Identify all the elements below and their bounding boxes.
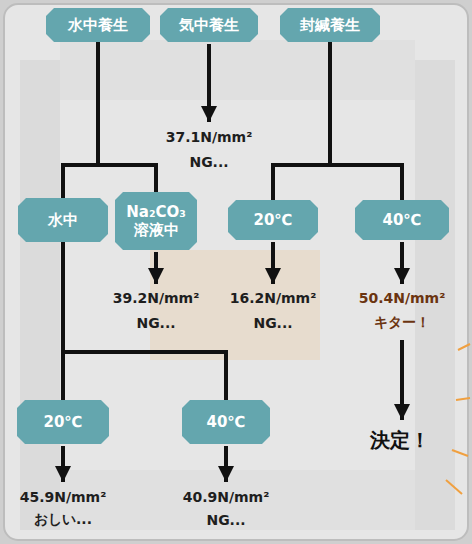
result-arrow [154,252,158,284]
box-label: 20℃ [43,413,82,431]
box-label: 40℃ [382,211,421,229]
result-text: NG... [136,315,175,331]
result-text: 37.1N/mm² [166,129,253,145]
result-arrow [271,242,275,284]
panel [4,4,468,540]
result-text: 50.4N/mm² [359,290,446,306]
burst-line [458,344,470,350]
box-label: Na₂CO₃ 溶液中 [125,203,187,239]
process-box: Na₂CO₃ 溶液中 [115,192,197,250]
result-arrow [400,340,404,420]
result-text: 16.2N/mm² [230,290,317,306]
box-label: 水中 [48,211,78,229]
process-box: 気中養生 [160,8,258,42]
box-label: 水中養生 [68,16,128,34]
burst-line [456,398,470,400]
process-box: 40℃ [355,200,449,240]
process-box: 水中 [18,198,108,242]
result-arrow [61,446,65,482]
result-arrow [207,44,211,122]
result-arrow [224,446,228,482]
box-label: 40℃ [206,413,245,431]
burst-line [446,480,462,494]
press-head [60,40,415,100]
result-text: 40.9N/mm² [183,489,270,505]
result-text: NG... [253,315,292,331]
result-text: NG... [206,512,245,528]
process-box: 水中養生 [46,8,150,42]
process-box: 20℃ [228,200,318,240]
box-label: 20℃ [253,211,292,229]
result-text: キター！ [374,314,430,332]
process-box: 20℃ [17,400,109,444]
result-text: 決定！ [370,427,430,454]
box-label: 気中養生 [179,16,239,34]
branch-line [273,42,330,200]
result-text: 45.9N/mm² [20,489,107,505]
process-box: 40℃ [182,400,270,444]
result-text: NG... [189,154,228,170]
process-box: 封緘養生 [280,8,380,42]
result-text: 39.2N/mm² [113,290,200,306]
branch-line [63,242,226,400]
press-column [20,60,60,530]
burst-line [452,450,468,456]
press-base [60,470,415,530]
branch-line [63,42,98,198]
branch-line [98,42,156,192]
box-label: 封緘養生 [300,16,360,34]
result-text: おしい... [34,511,92,529]
result-arrow [400,242,404,284]
branch-line [330,42,402,200]
